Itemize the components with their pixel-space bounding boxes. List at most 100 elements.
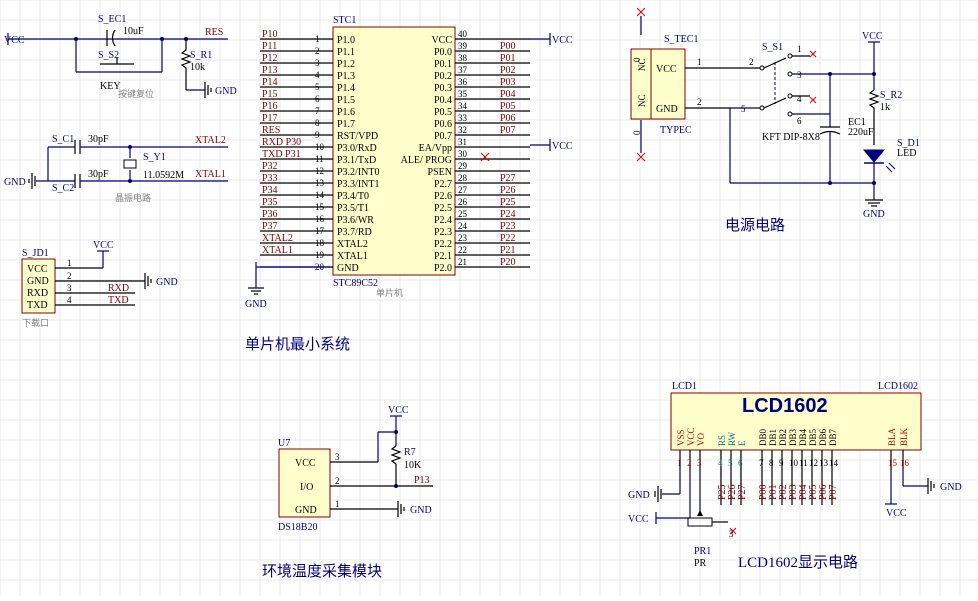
net-label: RXD P30 xyxy=(262,137,301,148)
lcd-body xyxy=(670,392,922,451)
power-vcc: VCC xyxy=(862,31,883,42)
power-title: 电源电路 xyxy=(725,217,785,234)
pin-number: 12 xyxy=(809,458,818,468)
pin-number: 14 xyxy=(315,190,325,200)
tec-ref: S_TEC1 xyxy=(664,34,698,45)
s1-pin: 2 xyxy=(749,57,754,67)
net-label: P34 xyxy=(262,185,278,196)
pin-number: 24 xyxy=(458,221,468,231)
pin-name: GND xyxy=(337,263,359,274)
vcc-label: VCC xyxy=(4,35,25,46)
pin-number: 25 xyxy=(458,209,468,219)
pin-name: P1.3 xyxy=(337,71,355,82)
pin-number: 9 xyxy=(315,130,320,140)
jd1-pin: TXD xyxy=(27,300,48,311)
r7-ref: R7 xyxy=(404,447,416,458)
pin-number: 33 xyxy=(458,113,468,123)
d1-value: LED xyxy=(897,148,916,159)
ds-num: 2 xyxy=(335,476,340,486)
pin-number: 4 xyxy=(315,70,320,80)
net-label: RES xyxy=(262,125,280,136)
pin-number: 18 xyxy=(315,238,325,248)
r1-value: 10k xyxy=(190,62,205,73)
pin-name: P0.2 xyxy=(434,71,452,82)
pin-name: RST/VPD xyxy=(337,131,378,142)
jd1-num: 1 xyxy=(67,258,72,268)
lcd-vcc: VCC xyxy=(628,514,649,525)
net-label: P03 xyxy=(788,484,799,500)
pin-number: 14 xyxy=(829,458,839,468)
pin-name: DB4 xyxy=(798,428,808,446)
pin-number: 5 xyxy=(728,458,733,468)
pin-name: P0.6 xyxy=(434,119,452,130)
ec1-ref: EC1 xyxy=(848,117,866,128)
lcd-title: LCD1602显示电路 xyxy=(738,554,858,571)
ds-num: 1 xyxy=(335,499,340,509)
pin-name: DB1 xyxy=(768,429,778,446)
pin-number: 31 xyxy=(458,137,467,147)
pin-name: P1.1 xyxy=(337,47,355,58)
pin-name: P2.7 xyxy=(434,179,452,190)
pin-name: P1.6 xyxy=(337,107,355,118)
pin-name: P1.7 xyxy=(337,119,355,130)
osc-caption: 晶振电路 xyxy=(115,192,151,203)
pin-number: 36 xyxy=(458,77,468,87)
s2-ref: S_S2 xyxy=(98,50,119,61)
pin-number: 1 xyxy=(315,34,320,44)
mcu-caption: 单片机 xyxy=(376,287,403,298)
oscillator-circuit: GND S_C1 30pF S_C2 30pF S_Y1 11.0592M XT… xyxy=(4,134,228,203)
lcd-circuit: LCD1 LCD1602 LCD1602 VSS1VCC2VO3RS4P25RW… xyxy=(628,381,962,571)
temp-title: 环境温度采集模块 xyxy=(262,562,382,580)
net-label: P13 xyxy=(262,65,278,76)
ec1-value: 10uF xyxy=(123,26,144,37)
pin-number: 10 xyxy=(315,142,325,152)
net-label: P10 xyxy=(262,29,278,40)
y1-value: 11.0592M xyxy=(143,170,184,181)
net-label: TXD P31 xyxy=(262,149,301,160)
net-label: P25 xyxy=(500,197,516,208)
ea-vcc: VCC xyxy=(552,141,573,152)
pin-number: 15 xyxy=(315,202,325,212)
pin-name: P2.2 xyxy=(434,239,452,250)
net-label: P17 xyxy=(262,113,278,124)
res-net: RES xyxy=(205,27,223,38)
txd-net: TXD xyxy=(108,295,129,306)
pin-number: 13 xyxy=(315,178,325,188)
pin-number: 37 xyxy=(458,65,468,75)
jd1-num: 3 xyxy=(67,283,72,293)
pin-number: 8 xyxy=(769,458,774,468)
net-label: P22 xyxy=(500,233,516,244)
pin-number: 11 xyxy=(799,458,808,468)
pin-number: 30 xyxy=(458,149,468,159)
net-label: P01 xyxy=(768,484,779,500)
lcd-name: LCD1602 xyxy=(742,395,828,417)
ds-vcc: VCC xyxy=(388,405,409,416)
pin-number: 7 xyxy=(315,106,320,116)
net-label: P11 xyxy=(262,41,277,52)
lcd-gnd2: GND xyxy=(940,482,962,493)
ds-part: DS18B20 xyxy=(278,522,317,533)
net-label: P24 xyxy=(500,209,516,220)
pin-name: P3.3/INT1 xyxy=(337,179,380,190)
key-label: KEY xyxy=(100,81,121,92)
pin-name: P0.5 xyxy=(434,107,452,118)
net-label: XTAL2 xyxy=(262,233,293,244)
pin-number: 13 xyxy=(819,458,829,468)
pin-number: 6 xyxy=(315,94,320,104)
s1-pin: 3 xyxy=(797,70,802,80)
net-label: P32 xyxy=(262,161,278,172)
pr-ref: PR1 xyxy=(694,546,711,557)
net-label: P35 xyxy=(262,197,278,208)
ds-pin: I/O xyxy=(300,482,313,493)
net-label: P33 xyxy=(262,173,278,184)
pin-name: DB2 xyxy=(778,429,788,446)
lcd-ref: LCD1 xyxy=(672,381,697,392)
net-label: P23 xyxy=(500,221,516,232)
pin-number: 23 xyxy=(458,233,468,243)
lcd-gnd: GND xyxy=(628,490,650,501)
pin-name: P1.0 xyxy=(337,35,355,46)
pin-name: P3.1/TxD xyxy=(337,155,376,166)
nc-label: NC xyxy=(637,94,647,107)
